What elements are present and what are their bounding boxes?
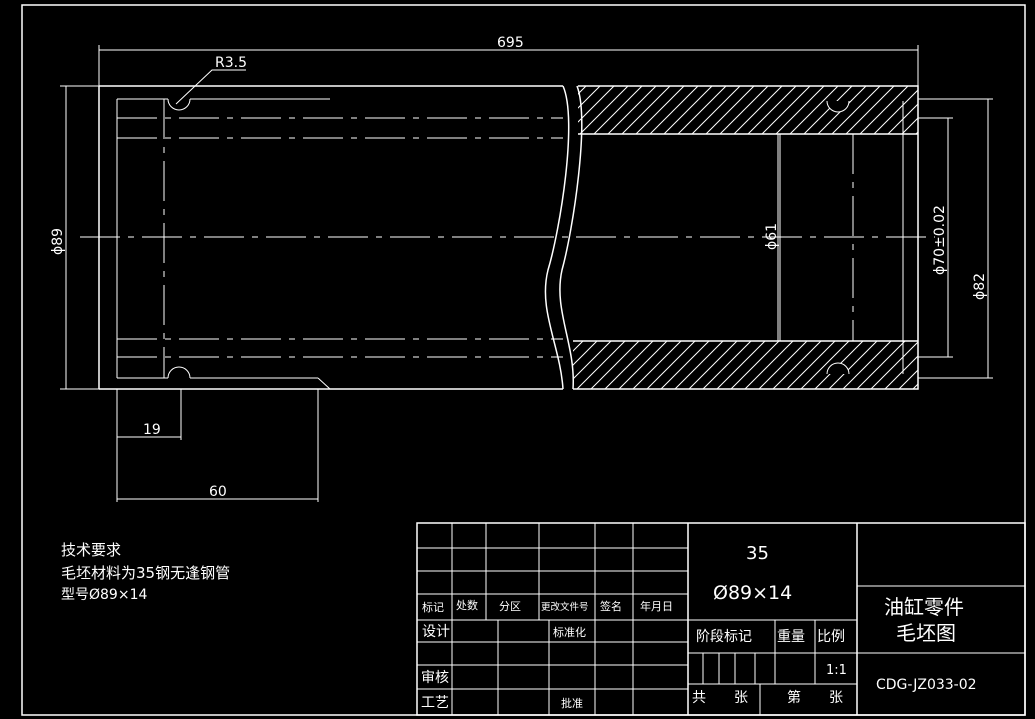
tb-sheet: 张 xyxy=(734,690,748,706)
dim-60: 60 xyxy=(209,484,227,500)
title-block xyxy=(416,522,1026,716)
tech-line-2: 型号Ø89×14 xyxy=(61,587,147,603)
dim-outer-dia: ϕ89 xyxy=(50,228,66,255)
blank-right-section xyxy=(573,85,919,390)
dim-695: 695 xyxy=(497,35,524,51)
tb-standardize: 标准化 xyxy=(553,625,586,639)
tb-drawing-code: CDG-JZ033-02 xyxy=(876,677,977,693)
tb-weight: 重量 xyxy=(777,629,805,645)
tb-spec: Ø89×14 xyxy=(713,582,792,604)
tb-header-mark: 标记 xyxy=(422,600,444,614)
tb-approve: 批准 xyxy=(561,696,583,710)
break-line-left xyxy=(544,85,570,390)
tb-header-count: 处数 xyxy=(456,599,478,612)
tb-part-sub: 毛坯图 xyxy=(896,621,956,645)
tb-sheet-2: 张 xyxy=(829,690,843,706)
tb-scale-label: 比例 xyxy=(817,629,845,645)
tb-design: 设计 xyxy=(422,624,450,640)
tb-scale-value: 1:1 xyxy=(826,663,847,678)
tb-header-date: 年月日 xyxy=(640,599,673,613)
dimension-lines xyxy=(60,45,993,502)
tb-header-change-doc: 更改文件号 xyxy=(541,601,589,613)
tech-heading: 技术要求 xyxy=(61,541,121,559)
tech-line-1: 毛坯材料为35钢无逢钢管 xyxy=(61,564,230,582)
tb-no: 第 xyxy=(787,689,801,706)
tb-process: 工艺 xyxy=(421,695,449,711)
dim-bore-tol: ϕ70±0.02 xyxy=(932,205,948,275)
blank-left xyxy=(98,85,563,390)
dim-19: 19 xyxy=(143,422,161,438)
tb-header-sign: 签名 xyxy=(600,599,622,613)
tb-header-zone: 分区 xyxy=(499,600,521,613)
dim-outer-small: ϕ82 xyxy=(972,273,988,300)
tb-review: 审核 xyxy=(421,670,449,686)
tb-material: 35 xyxy=(746,543,769,564)
tb-total: 共 xyxy=(692,690,706,706)
dim-radius: R3.5 xyxy=(215,55,247,71)
tb-stage-mark: 阶段标记 xyxy=(696,629,752,645)
dim-inner-bore: ϕ61 xyxy=(764,223,780,250)
tb-part-name: 油缸零件 xyxy=(884,595,964,619)
